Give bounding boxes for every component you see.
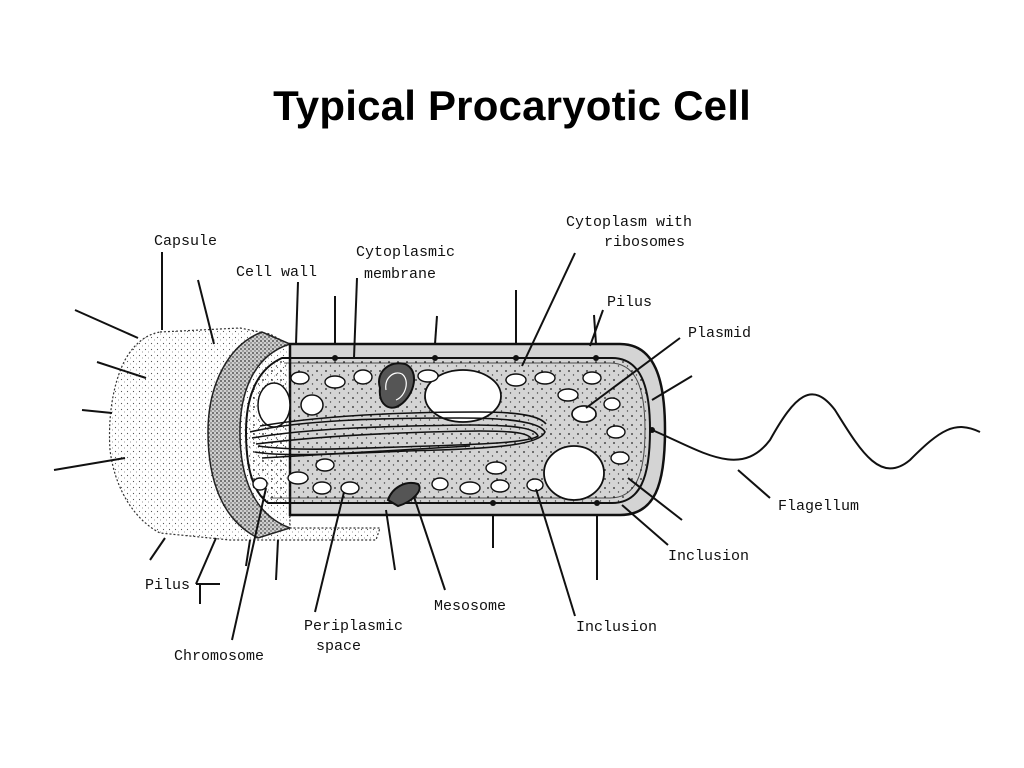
inclusion	[300, 394, 324, 416]
leader-lines	[161, 252, 771, 641]
inclusion	[424, 369, 502, 423]
label-cell-wall: Cell wall	[236, 264, 317, 281]
mesosome	[378, 362, 415, 409]
label-mesosome: Mesosome	[434, 598, 506, 615]
plasmid	[571, 405, 597, 423]
label-periplasmic-2: space	[316, 638, 361, 655]
capsule	[108, 327, 381, 541]
label-cytoplasm-2: ribosomes	[604, 234, 685, 251]
capsule-pili	[53, 309, 166, 561]
label-chromosome: Chromosome	[174, 648, 264, 665]
label-periplasmic-1: Periplasmic	[304, 618, 403, 635]
flagellum	[651, 393, 981, 470]
label-flagellum: Flagellum	[778, 498, 859, 515]
cytoplasmic-membrane	[270, 362, 646, 499]
label-plasmid: Plasmid	[688, 325, 751, 342]
label-inclusion-right: Inclusion	[668, 548, 749, 565]
page-title: Typical Procaryotic Cell	[273, 82, 751, 129]
wall-cross-section	[207, 331, 293, 539]
label-pilus-bottom: Pilus	[145, 577, 190, 594]
label-capsule: Capsule	[154, 233, 217, 250]
inclusion	[257, 382, 291, 428]
chromosome	[249, 411, 547, 459]
label-inclusion-bottom: Inclusion	[576, 619, 657, 636]
label-cytoplasmic-membrane-1: Cytoplasmic	[356, 244, 455, 261]
label-cytoplasmic-membrane-2: membrane	[364, 266, 436, 283]
mesosome	[386, 482, 421, 508]
label-pilus-top: Pilus	[607, 294, 652, 311]
label-cytoplasm-1: Cytoplasm with	[566, 214, 692, 231]
inclusion	[543, 445, 605, 501]
